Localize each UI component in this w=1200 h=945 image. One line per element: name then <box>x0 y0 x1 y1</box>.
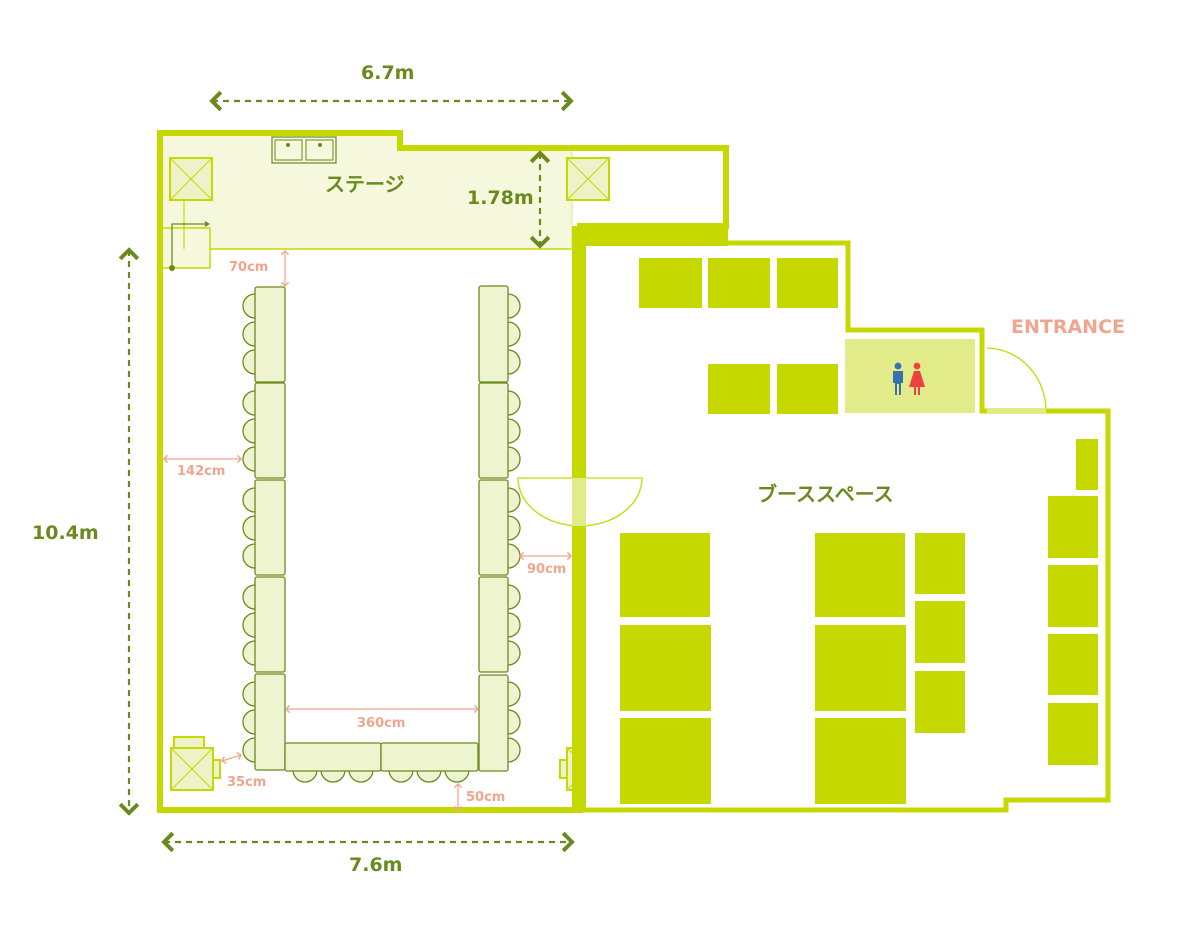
measure-pillar-gap: 35cm <box>227 775 267 790</box>
chairs-right <box>507 293 521 763</box>
chairs-left <box>242 293 256 763</box>
restroom <box>845 339 975 413</box>
measure-stage-gap: 70cm <box>229 260 269 275</box>
entrance-door <box>986 347 1047 413</box>
sink-icon <box>271 136 337 164</box>
measure-door-gap: 90cm <box>527 562 567 577</box>
dimension-stage-depth: 1.78m <box>467 187 534 209</box>
chairs-bottom <box>292 769 470 783</box>
door-swing <box>517 477 643 527</box>
measure-inner-width: 360cm <box>357 716 406 731</box>
booth-space-label: ブーススペース <box>757 482 894 506</box>
measure-lines <box>162 249 573 812</box>
stage-label: ステージ <box>325 172 405 196</box>
dimension-lines <box>118 90 575 853</box>
restroom-icon <box>893 362 925 395</box>
measure-wall-gap-left: 142cm <box>177 464 226 479</box>
dimension-top-width: 6.7m <box>361 62 415 84</box>
entrance-label: ENTRANCE <box>1011 316 1125 338</box>
dimension-height: 10.4m <box>32 522 99 544</box>
tables <box>242 285 521 783</box>
measure-bottom-gap: 50cm <box>466 790 506 805</box>
booths <box>620 258 1098 804</box>
dimension-bottom-width: 7.6m <box>349 854 403 876</box>
